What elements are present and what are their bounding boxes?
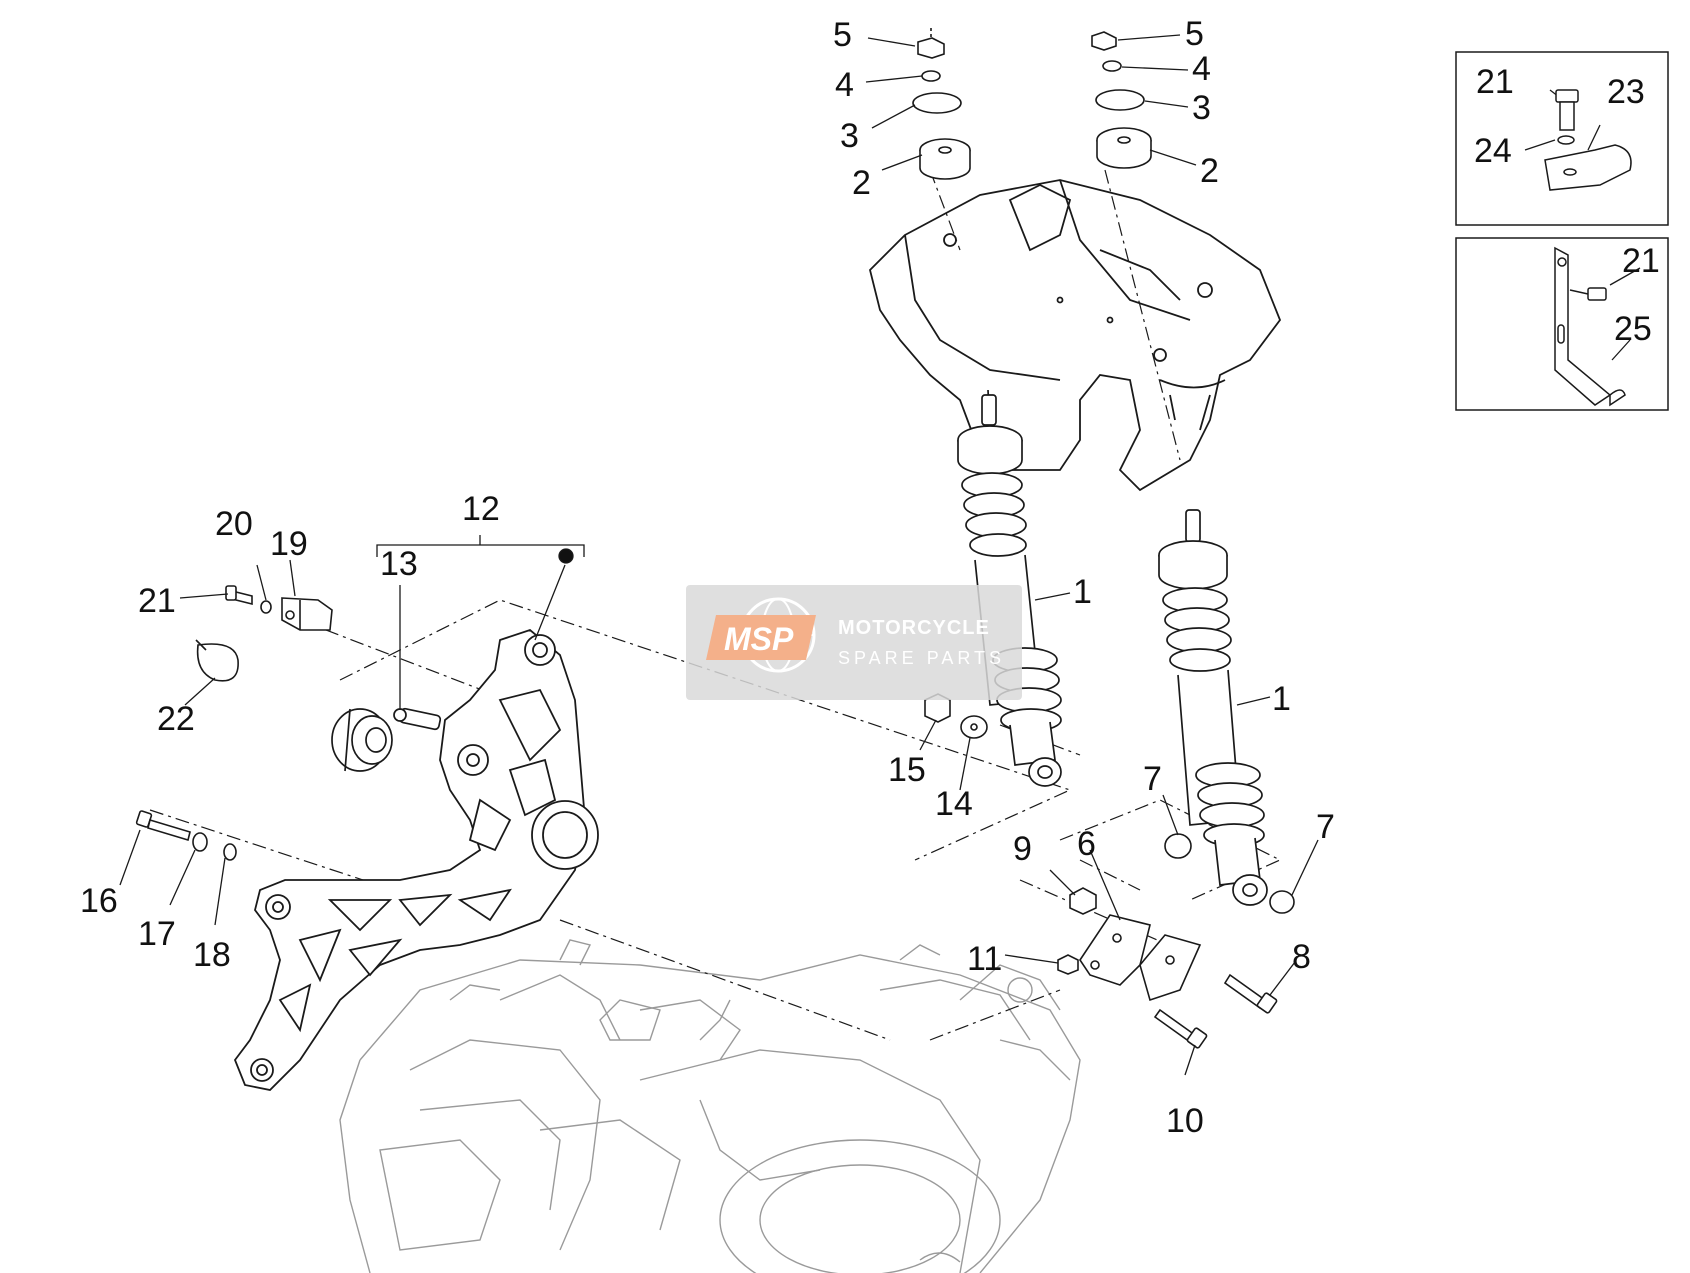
callout-24: 24 xyxy=(1474,132,1512,170)
watermark-title: MOTORCYCLE xyxy=(838,617,990,639)
callout-7-left: 7 xyxy=(1143,760,1162,798)
bolt-8 xyxy=(1223,973,1278,1014)
bolt-16 xyxy=(135,810,191,842)
callout-21-inset-top: 21 xyxy=(1476,63,1514,101)
callout-17: 17 xyxy=(138,915,176,953)
watermark-subtitle: SPARE PARTS xyxy=(838,648,1005,668)
group-bracket-12 xyxy=(376,535,585,564)
washer-20 xyxy=(260,600,272,614)
nut-9 xyxy=(1069,887,1097,915)
rubber-2-left xyxy=(919,138,971,180)
bracket-6 xyxy=(1079,914,1202,1002)
callout-2-right: 2 xyxy=(1200,152,1219,190)
callout-21-inset-bottom: 21 xyxy=(1622,242,1660,280)
nut-5-left xyxy=(917,37,945,59)
callout-13: 13 xyxy=(380,545,418,583)
callout-5-right: 5 xyxy=(1185,15,1204,53)
callout-22: 22 xyxy=(157,700,195,738)
engine-assembly xyxy=(339,939,1081,1273)
callout-25: 25 xyxy=(1614,310,1652,348)
callout-3-left: 3 xyxy=(840,117,859,155)
callout-11: 11 xyxy=(967,940,1002,978)
bolt-10 xyxy=(1153,1008,1208,1049)
clip-19 xyxy=(281,597,333,631)
callout-14: 14 xyxy=(935,785,973,823)
top-mount-hardware-left xyxy=(912,28,971,180)
top-mount-hardware-right xyxy=(1091,31,1152,169)
callout-1-left: 1 xyxy=(1073,573,1092,611)
washer-18 xyxy=(223,843,237,861)
washer-17 xyxy=(192,832,208,852)
callout-1-right: 1 xyxy=(1272,680,1291,718)
callout-18: 18 xyxy=(193,936,231,974)
callout-20: 20 xyxy=(215,505,253,543)
callout-8: 8 xyxy=(1292,938,1311,976)
callout-21-left: 21 xyxy=(138,582,176,620)
watermark: MSP MOTORCYCLE SPARE PARTS xyxy=(686,585,1022,700)
callout-4-left: 4 xyxy=(835,66,854,104)
callout-23: 23 xyxy=(1607,73,1645,111)
inset-box-top xyxy=(1455,51,1669,226)
callout-7-right: 7 xyxy=(1316,808,1335,846)
callout-15: 15 xyxy=(888,751,926,789)
washer-3-right xyxy=(1095,89,1145,111)
callout-12: 12 xyxy=(462,490,500,528)
small-hardware xyxy=(135,585,1295,1049)
callout-2-left: 2 xyxy=(852,164,871,202)
rubber-2-right xyxy=(1096,127,1152,169)
watermark-logo: MSP xyxy=(724,621,794,657)
callout-5-left: 5 xyxy=(833,16,852,54)
spacer-7-right xyxy=(1269,890,1295,914)
clamp-22 xyxy=(196,643,239,682)
callout-16: 16 xyxy=(80,882,118,920)
callout-10: 10 xyxy=(1166,1102,1204,1140)
washer-3-left xyxy=(912,92,962,114)
swing-arm xyxy=(233,628,599,1091)
inset-box-bottom xyxy=(1455,237,1669,411)
nut-11 xyxy=(1057,954,1079,975)
callout-9: 9 xyxy=(1013,830,1032,868)
bearing-13 xyxy=(331,707,442,772)
callout-19: 19 xyxy=(270,525,308,563)
callout-labels: 5 4 3 2 5 4 3 2 1 1 12 13 20 19 21 22 15… xyxy=(80,15,1660,1140)
callout-3-right: 3 xyxy=(1192,89,1211,127)
callout-4-right: 4 xyxy=(1192,50,1211,88)
spacer-7-left xyxy=(1164,833,1192,859)
frame-bracket xyxy=(869,179,1282,492)
leader-lines xyxy=(119,34,1641,1076)
washer-4-right xyxy=(1102,60,1122,72)
nut-5-right xyxy=(1091,31,1117,51)
shock-absorber-right xyxy=(1158,509,1268,906)
callout-6: 6 xyxy=(1077,825,1096,863)
washer-4-left xyxy=(921,70,941,82)
